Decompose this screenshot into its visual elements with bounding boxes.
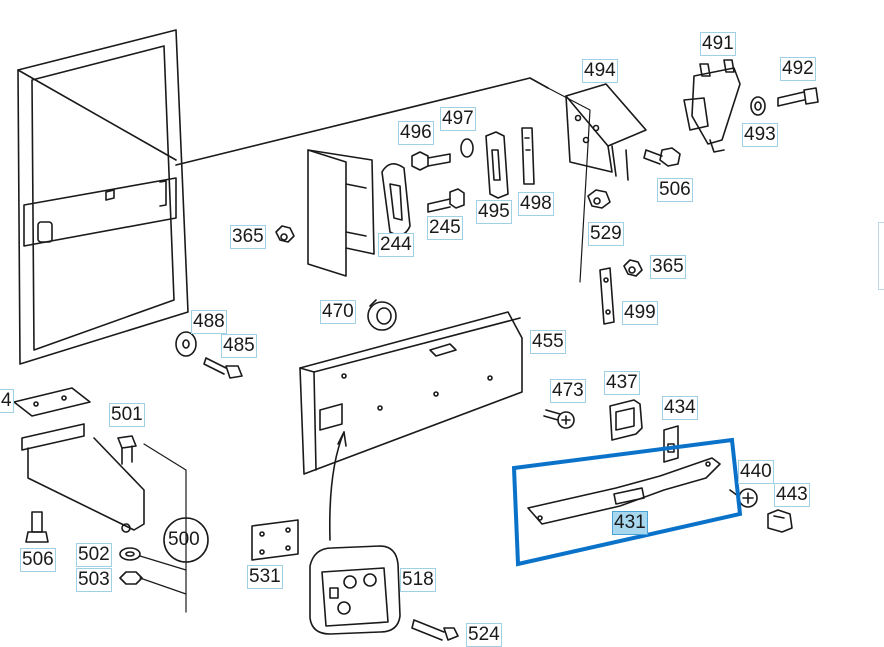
- door-frame: [17, 29, 189, 365]
- callout-495[interactable]: 495: [476, 200, 512, 224]
- callout-4[interactable]: 4: [0, 389, 14, 413]
- bolt-245: [427, 188, 465, 213]
- bracket-244: [307, 149, 375, 277]
- strip-495: [485, 131, 509, 199]
- nut-365-right: [623, 259, 643, 277]
- arrow-leader: [328, 431, 345, 541]
- selection-box: [511, 437, 743, 567]
- handle-518: [309, 545, 401, 635]
- callout-502[interactable]: 502: [76, 543, 112, 567]
- clip-443: [767, 509, 793, 533]
- callout-244[interactable]: 244: [378, 233, 414, 257]
- bolt-496: [411, 151, 451, 171]
- clip-434: [663, 425, 679, 463]
- callout-443[interactable]: 443: [774, 483, 810, 507]
- screw-440: [729, 488, 758, 508]
- callout-365-right[interactable]: 365: [650, 255, 686, 279]
- washer-493: [750, 96, 766, 116]
- screw-492: [777, 87, 819, 107]
- lock-491: [683, 59, 741, 153]
- callout-431[interactable]: 431: [612, 511, 648, 535]
- callout-488[interactable]: 488: [191, 310, 227, 334]
- callout-503[interactable]: 503: [76, 568, 112, 592]
- callout-493[interactable]: 493: [742, 123, 778, 147]
- grommet-470: [367, 299, 397, 331]
- callout-499[interactable]: 499: [622, 301, 658, 325]
- callout-524[interactable]: 524: [466, 623, 502, 647]
- nut-529: [587, 189, 611, 209]
- plate-531: [251, 519, 299, 561]
- callout-494[interactable]: 494: [582, 59, 618, 83]
- callout-455[interactable]: 455: [530, 330, 566, 354]
- washer-497: [460, 138, 474, 158]
- callout-506-bottom[interactable]: 506: [20, 548, 56, 572]
- callout-531[interactable]: 531: [247, 565, 283, 589]
- nut-365-left: [275, 225, 295, 243]
- strip-498: [521, 127, 535, 185]
- slotted-plate: [381, 163, 411, 236]
- callout-500[interactable]: 500: [168, 529, 200, 550]
- screw-473: [543, 409, 575, 429]
- bracket-494: [565, 83, 647, 181]
- bolt-524: [411, 619, 459, 641]
- panel-455: [299, 311, 523, 475]
- rod-431: [527, 457, 721, 525]
- strip-499: [599, 267, 615, 325]
- callout-492[interactable]: 492: [780, 57, 816, 81]
- callout-437[interactable]: 437: [604, 371, 640, 395]
- leader-line: [175, 77, 549, 166]
- callout-498[interactable]: 498: [518, 192, 554, 216]
- callout-473[interactable]: 473: [550, 379, 586, 403]
- plate-4: [13, 387, 91, 417]
- callout-365-left[interactable]: 365: [230, 225, 266, 249]
- callout-245[interactable]: 245: [427, 216, 463, 240]
- washer-488: [175, 331, 197, 357]
- bolt-506-top: [643, 147, 681, 167]
- callout-506-top[interactable]: 506: [657, 178, 693, 202]
- callout-496[interactable]: 496: [398, 121, 434, 145]
- bolt-485: [203, 357, 243, 379]
- callout-491[interactable]: 491: [700, 32, 736, 56]
- callout-470[interactable]: 470: [320, 300, 356, 324]
- bolt-501: [117, 435, 137, 465]
- callout-497[interactable]: 497: [440, 107, 476, 131]
- callout-434[interactable]: 434: [662, 396, 698, 420]
- callout-529[interactable]: 529: [588, 222, 624, 246]
- callout-circle-500: [163, 517, 209, 563]
- edge-marker: [878, 222, 884, 290]
- callout-440[interactable]: 440: [738, 460, 774, 484]
- callout-518[interactable]: 518: [400, 568, 436, 592]
- callout-501[interactable]: 501: [109, 403, 145, 427]
- washer-502: [119, 547, 141, 561]
- bolt-506-bottom: [25, 511, 49, 543]
- callout-485[interactable]: 485: [221, 334, 257, 358]
- nut-503: [119, 571, 143, 585]
- bracket-500: [21, 423, 145, 533]
- cap-437: [609, 399, 643, 441]
